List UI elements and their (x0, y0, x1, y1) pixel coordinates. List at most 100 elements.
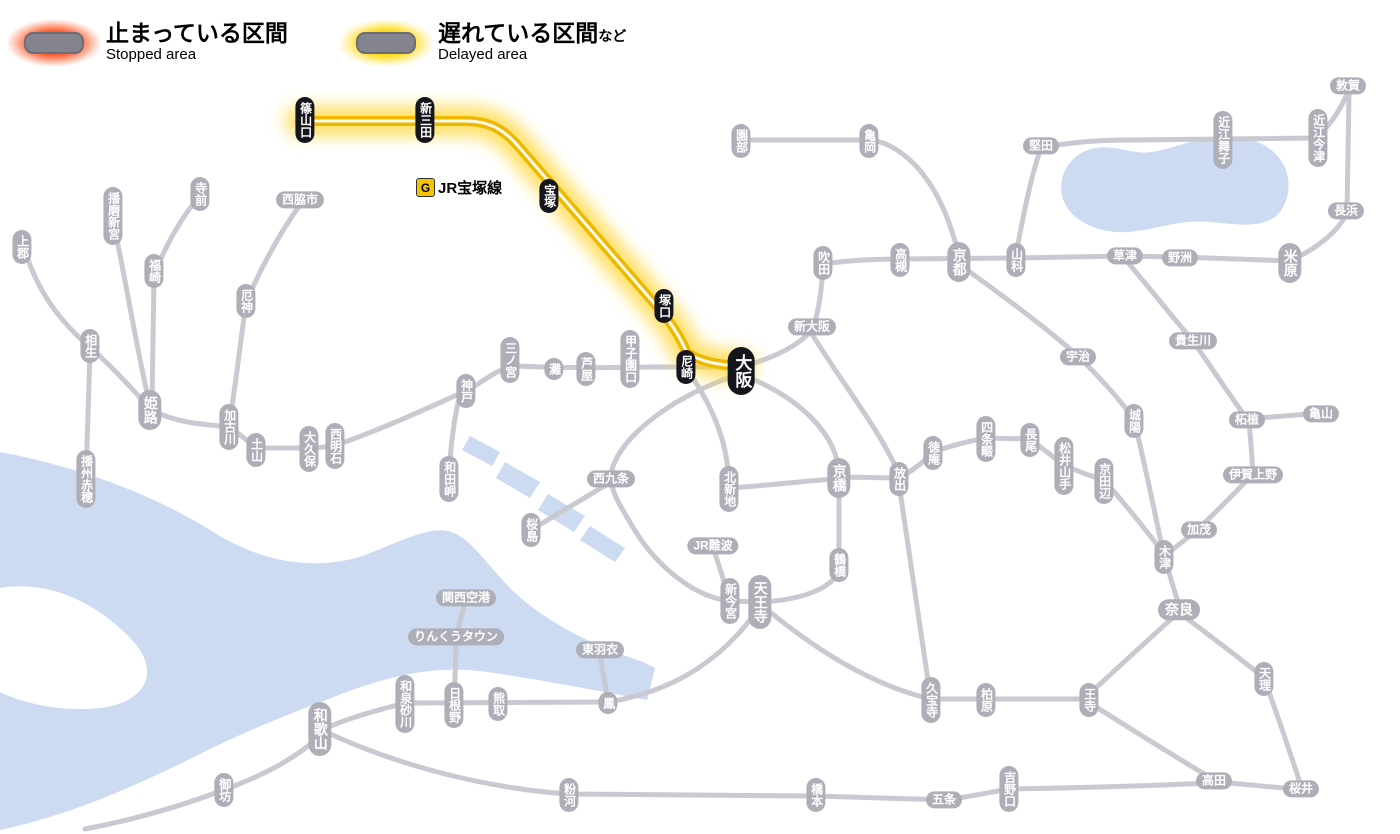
station-pill: 厄神 (236, 284, 256, 318)
station-pill: 草津 (1106, 247, 1144, 265)
rail-line-nara (956, 261, 1182, 609)
island-awaji (0, 586, 148, 710)
station-pill: 粉河 (559, 778, 579, 812)
station-pill: 四条畷 (976, 416, 996, 462)
delayed-pill-icon (356, 32, 416, 54)
station-pill: 堅田 (1022, 137, 1060, 155)
station-pill: 西九条 (586, 470, 636, 488)
legend-stopped-sublabel: Stopped area (106, 46, 197, 64)
station-pill: 近江舞子 (1213, 111, 1233, 169)
station-pill: 吹田 (813, 246, 833, 280)
station-pill: 桜島 (521, 513, 541, 547)
station-pill: 久宝寺 (921, 677, 941, 723)
station-pill: 奈良 (1158, 599, 1200, 621)
station-pill: 長尾 (1020, 423, 1040, 457)
station-pill: 和田岬 (439, 456, 459, 502)
rail-line-kosei (1013, 89, 1351, 257)
stopped-pill-icon (24, 32, 84, 54)
station-pill: 京都 (947, 242, 971, 282)
station-pill: 御坊 (214, 773, 234, 807)
water-harbor-4 (580, 526, 625, 562)
station-pill: 敦賀 (1329, 77, 1367, 95)
station-pill: 大久保 (299, 426, 319, 472)
station-pill: 伊賀上野 (1222, 466, 1284, 484)
station-pill: 新大阪 (787, 318, 837, 336)
station-pill: 福崎 (144, 254, 164, 288)
station-pill: 松井山手 (1054, 437, 1074, 495)
station-pill: 柏原 (976, 683, 996, 717)
station-pill: 五条 (925, 791, 963, 809)
station-pill: 播磨新宮 (103, 187, 123, 245)
legend-delayed-label-suffix: など (598, 28, 627, 44)
delayed-glow-icon (340, 20, 432, 66)
station-pill: 放出 (889, 462, 909, 496)
station-pill: 三ノ宮 (500, 337, 520, 383)
rail-line-sakurajima (533, 479, 614, 530)
legend-delayed-label: 遅れている区間など (438, 20, 626, 46)
station-pill: 播州赤穂 (76, 450, 96, 508)
line-badge-jr-takarazuka: G JR宝塚線 (416, 177, 502, 198)
station-pill: 上郡 (12, 230, 32, 264)
station-pill: 吉野口 (999, 766, 1019, 812)
station-pill: 高槻 (890, 243, 910, 277)
station-pill: 天理 (1254, 662, 1274, 696)
line-badge-name: JR宝塚線 (438, 180, 503, 197)
station-pill: 米原 (1278, 243, 1302, 283)
station-pill: 鶴橋 (829, 548, 849, 582)
station-pill: JR難波 (687, 537, 739, 555)
station-pill: 王寺 (1079, 683, 1099, 717)
line-symbol-g-icon: G (416, 178, 435, 197)
station-pill: 新三田 (415, 97, 435, 143)
station-pill: 関西空港 (435, 589, 497, 607)
station-pill: 野洲 (1161, 249, 1199, 267)
station-pill: 加古川 (219, 404, 239, 450)
station-pill: 亀岡 (859, 124, 879, 158)
station-pill: 近江今津 (1308, 109, 1328, 167)
station-pill: 和歌山 (308, 702, 332, 756)
station-pill: 姫路 (138, 390, 162, 430)
legend-delayed-sublabel: Delayed area (438, 46, 528, 64)
legend-stopped-label: 止まっている区間 (106, 20, 288, 46)
rail-line-kansai-east (1161, 420, 1256, 559)
station-pill: 相生 (80, 329, 100, 363)
station-pill: 京田辺 (1094, 458, 1114, 504)
station-pill: 大阪 (727, 347, 755, 395)
station-pill: 柘植 (1228, 411, 1266, 429)
station-pill: 徳庵 (923, 436, 943, 470)
rail-line-oji-nara (1086, 609, 1182, 697)
station-pill: 熊取 (488, 687, 508, 721)
rail-line-wakayama (323, 729, 1213, 803)
station-pill: 橋本 (806, 778, 826, 812)
station-pill: 西明石 (325, 423, 345, 469)
legend-delayed: 遅れている区間など Delayed area (340, 20, 626, 66)
station-pill: 亀山 (1302, 405, 1340, 423)
station-pill: 城陽 (1124, 404, 1144, 438)
station-pill: 北新地 (719, 466, 739, 512)
station-pill: 土山 (246, 433, 266, 467)
rail-line-oji-takada (1090, 702, 1217, 783)
station-pill: 西脇市 (275, 191, 325, 209)
station-pill: 宇治 (1059, 348, 1097, 366)
station-pill: 鳳 (598, 692, 618, 714)
station-pill: 尼崎 (676, 350, 696, 384)
station-pill: 神戸 (456, 374, 476, 408)
station-pill: 貴生川 (1168, 332, 1218, 350)
station-pill: 京橋 (827, 458, 851, 498)
water-osaka-bay (0, 452, 655, 830)
station-pill: 高田 (1195, 772, 1233, 790)
station-pill: 篠山口 (295, 97, 315, 143)
station-pill: 寺前 (190, 177, 210, 211)
station-pill: 木津 (1154, 540, 1174, 574)
station-pill: 新今宮 (720, 578, 740, 624)
water-harbor-1 (462, 436, 500, 466)
station-pill: 甲子園口 (620, 330, 640, 388)
rail-line-osaka-higashi (809, 331, 933, 697)
station-pill: 宝塚 (539, 179, 559, 213)
rail-line-hagoromo (597, 651, 610, 700)
delayed-route (285, 106, 755, 381)
delayed-route-center (298, 119, 742, 368)
station-pill: 加茂 (1180, 521, 1218, 539)
